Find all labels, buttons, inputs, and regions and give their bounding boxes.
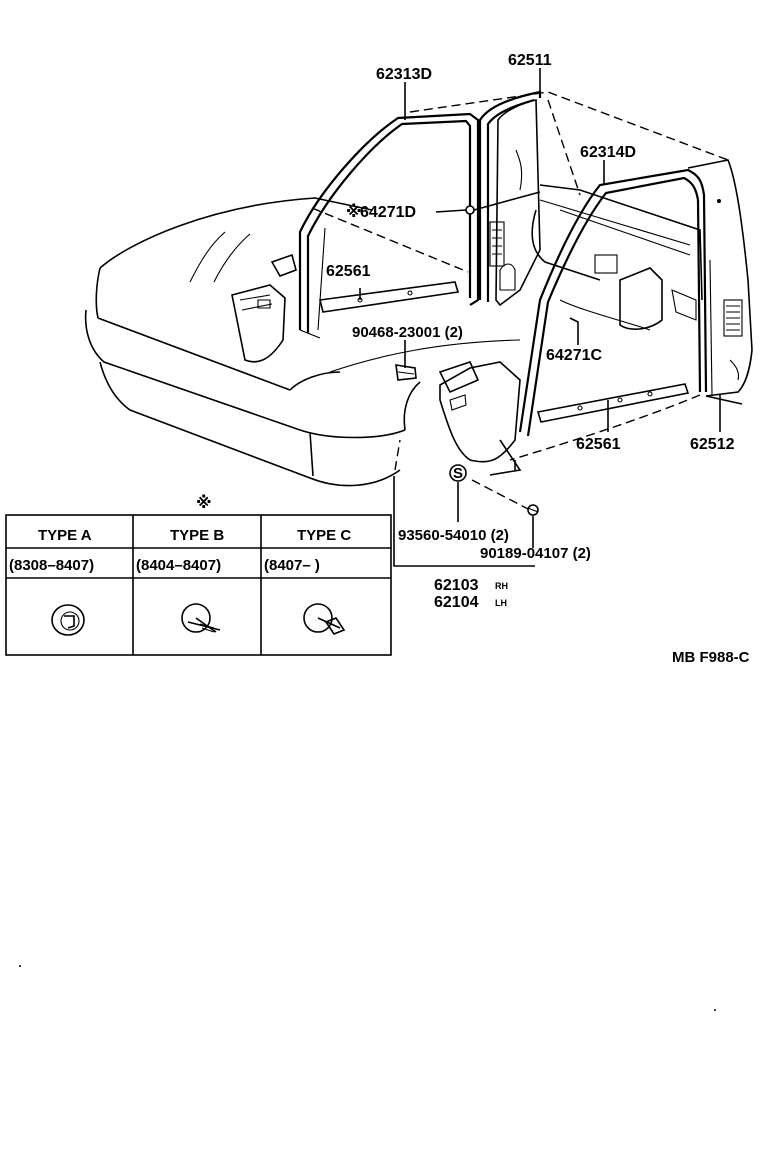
label-90468: 90468-23001 (2): [352, 324, 463, 341]
label-62103: 62103: [434, 577, 479, 594]
door-weatherstrip-front: [298, 112, 480, 339]
kick-panel-right: [438, 361, 522, 476]
label-62313D: 62313D: [376, 66, 432, 83]
label-62561-left: 62561: [326, 263, 371, 280]
leader-lines: [359, 68, 721, 567]
center-pillar-garnish: [478, 90, 542, 307]
vehicle-body: [84, 91, 729, 511]
label-90189: 90189-04107 (2): [480, 545, 591, 562]
label-62314D: 62314D: [580, 144, 636, 161]
table-note-mark: ※: [196, 494, 212, 512]
scan-speck: [714, 1009, 716, 1011]
scuff-plate-front: [319, 281, 460, 313]
clip-type-a-icon: [51, 604, 85, 636]
s-mark: S: [453, 465, 463, 482]
label-62103-side: RH: [495, 581, 508, 591]
figure-code: MB F988-C: [672, 649, 750, 666]
rear-interior-panel: [531, 184, 703, 331]
clip-type-b-icon: [181, 603, 221, 633]
type-b-header: TYPE B: [170, 527, 224, 544]
s-symbol: S: [449, 464, 467, 482]
type-c-header: TYPE C: [297, 527, 351, 544]
type-table: ※ TYPE A TYPE B TYPE C (8308–8407) (8404…: [5, 494, 392, 656]
rear-quarter-trim: [687, 159, 753, 405]
label-64271D: 64271D: [360, 204, 416, 221]
type-b-range: (8404–8407): [136, 557, 221, 574]
label-62104-side: LH: [495, 598, 507, 608]
type-c-range: (8407– ): [264, 557, 320, 574]
label-62104: 62104: [434, 594, 479, 611]
label-64271C: 64271C: [546, 347, 602, 364]
front-kick-panel-left: [231, 253, 297, 363]
door-weatherstrip-rear: [518, 168, 708, 437]
type-a-range: (8308–8407): [9, 557, 94, 574]
clip-type-c-icon: [303, 603, 346, 635]
label-64271D-mark: ※: [346, 203, 362, 221]
label-93560: 93560-54010 (2): [398, 527, 509, 544]
label-62561-right: 62561: [576, 436, 621, 453]
label-62511: 62511: [508, 52, 552, 69]
scuff-plate-rear: [536, 383, 690, 423]
callout-labels: 62313D 62511 62314D ※ 64271D 62561 90468…: [326, 52, 735, 611]
label-62512: 62512: [690, 436, 735, 453]
screw-90189: [527, 504, 539, 516]
type-a-header: TYPE A: [38, 527, 92, 544]
scan-speck: [19, 965, 21, 967]
clip-90468: [395, 364, 417, 381]
